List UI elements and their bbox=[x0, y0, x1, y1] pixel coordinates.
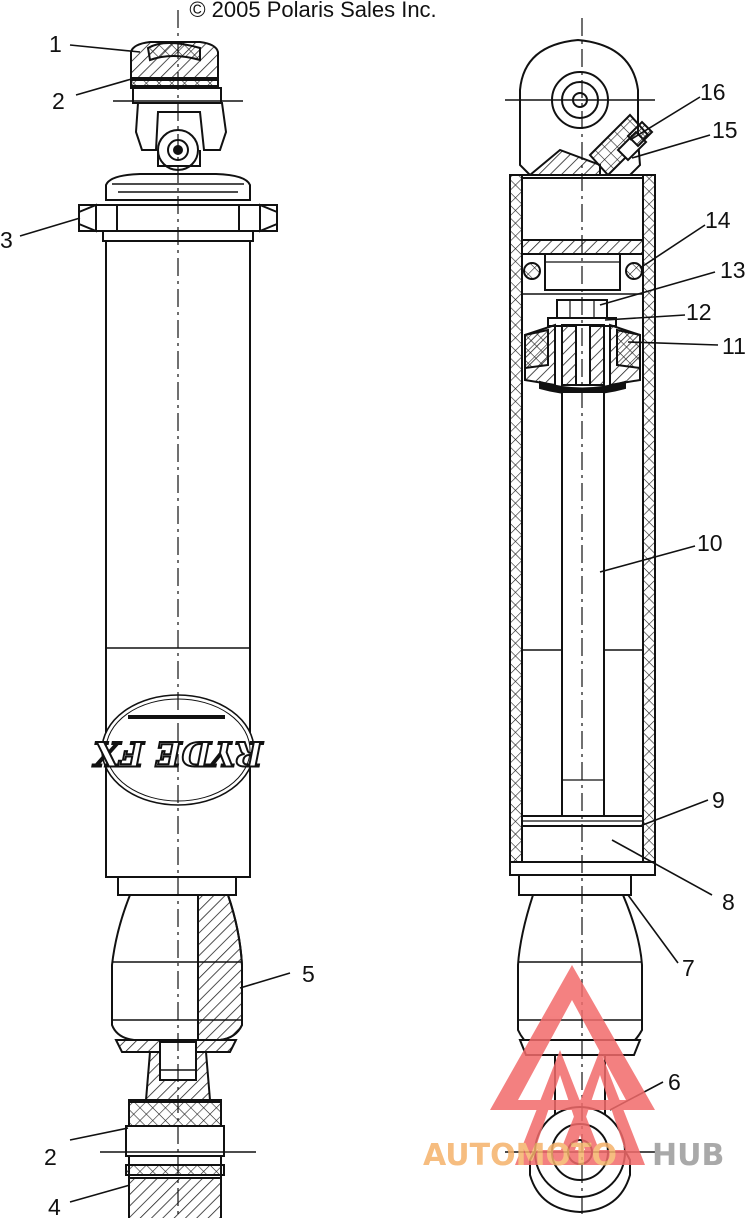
callout-8: 8 bbox=[722, 889, 735, 915]
callout-7: 7 bbox=[682, 955, 695, 981]
right-callout-numbers: 16 15 14 13 12 11 10 9 8 7 6 bbox=[668, 79, 746, 1095]
callout-10: 10 bbox=[697, 530, 723, 556]
callout-13: 13 bbox=[720, 257, 746, 283]
left-callout-numbers: 1 2 3 5 2 4 bbox=[0, 31, 315, 1218]
top-eyelet bbox=[505, 38, 655, 177]
callout-16: 16 bbox=[700, 79, 726, 105]
callout-15: 15 bbox=[712, 117, 738, 143]
callout-2-bottom: 2 bbox=[44, 1144, 57, 1170]
callout-4: 4 bbox=[48, 1194, 61, 1218]
callout-14: 14 bbox=[705, 207, 731, 233]
callout-6: 6 bbox=[668, 1069, 681, 1095]
automotohub-watermark: AUTOMOTO HUB bbox=[423, 965, 724, 1173]
watermark-text-automoto: AUTOMOTO bbox=[423, 1138, 617, 1173]
callout-1: 1 bbox=[49, 31, 62, 57]
watermark-text-hub: HUB bbox=[652, 1138, 724, 1173]
callout-9: 9 bbox=[712, 787, 725, 813]
left-callout-leaders bbox=[19, 44, 291, 1203]
callout-5: 5 bbox=[302, 961, 315, 987]
callout-3: 3 bbox=[0, 227, 13, 253]
copyright-notice: © 2005 Polaris Sales Inc. bbox=[189, 0, 437, 22]
left-shock-exterior-view: RYDE FX bbox=[19, 10, 291, 1218]
right-callout-leaders bbox=[599, 96, 719, 1111]
right-shock-cutaway-view bbox=[505, 18, 719, 1215]
callout-2-top: 2 bbox=[52, 88, 65, 114]
callout-12: 12 bbox=[686, 299, 712, 325]
lower-body-and-eyelet bbox=[100, 894, 256, 1218]
cylinder-body bbox=[509, 174, 656, 876]
callout-11: 11 bbox=[722, 333, 746, 359]
